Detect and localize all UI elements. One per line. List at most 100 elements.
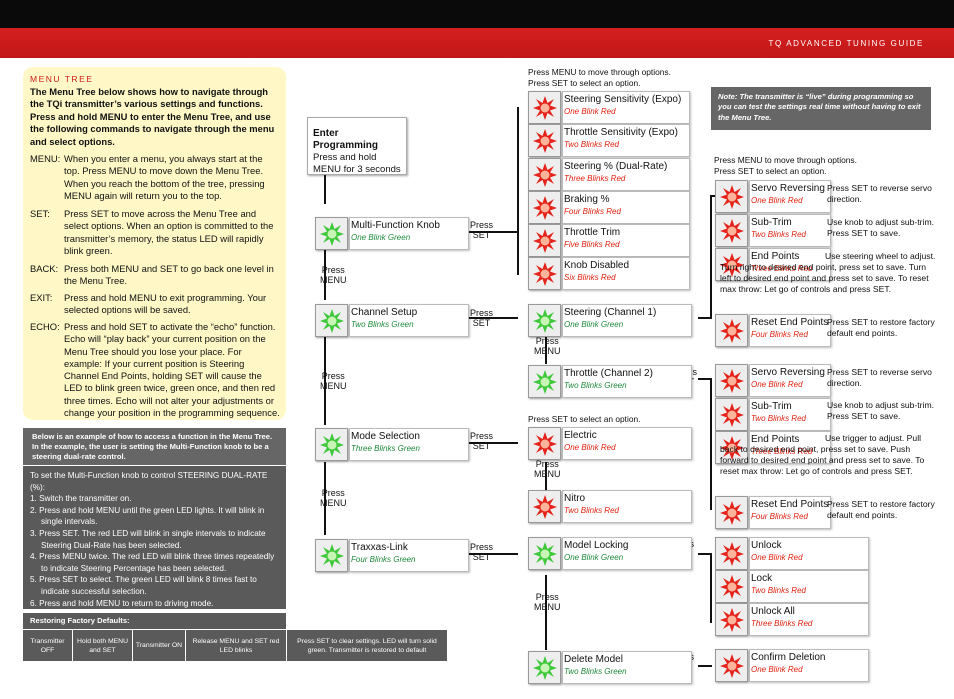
green-led-icon bbox=[315, 428, 348, 461]
factory-step: Press SET to clear settings. LED will tu… bbox=[287, 630, 447, 661]
red-led-icon bbox=[528, 427, 561, 460]
green-led-icon bbox=[528, 365, 561, 398]
connector-line bbox=[698, 553, 712, 555]
connector-line bbox=[710, 378, 712, 510]
def-desc: Press SET to move across the Menu Tree a… bbox=[64, 208, 274, 256]
example-header: Below is an example of how to access a f… bbox=[23, 428, 286, 465]
example-step: 4. Press MENU twice. The red LED will bl… bbox=[30, 552, 275, 573]
green-led-icon bbox=[315, 539, 348, 572]
red-led-icon bbox=[528, 224, 561, 257]
red-led-icon bbox=[715, 649, 748, 682]
example-title: To set the Multi-Function knob to contro… bbox=[30, 471, 268, 492]
connector-line bbox=[468, 442, 518, 444]
example-step: 5. Press SET to select. The green LED wi… bbox=[30, 575, 257, 596]
factory-label: Restoring Factory Defaults: bbox=[23, 613, 286, 629]
connector-line bbox=[698, 378, 712, 380]
option-desc: Use trigger to adjust. Pull back to desi… bbox=[720, 433, 925, 476]
menu-note-servo: Press MENU to move through options.Press… bbox=[714, 155, 857, 176]
example-step: 6. Press and hold MENU to return to driv… bbox=[30, 598, 214, 608]
def-term: SET: bbox=[30, 208, 50, 219]
intro-heading: MENU TREE bbox=[30, 74, 94, 84]
connector-line bbox=[698, 317, 712, 319]
red-led-icon bbox=[528, 191, 561, 224]
red-led-icon bbox=[715, 431, 748, 464]
connector-line bbox=[324, 175, 326, 204]
red-led-icon bbox=[715, 496, 748, 529]
def-term: EXIT: bbox=[30, 292, 53, 303]
enter-programming-box: Enter Programming Press and hold MENU fo… bbox=[307, 117, 407, 175]
connector-line bbox=[545, 337, 547, 364]
example-body: To set the Multi-Function knob to contro… bbox=[23, 466, 286, 609]
red-led-icon bbox=[528, 257, 561, 290]
red-led-icon bbox=[715, 314, 748, 347]
red-led-icon bbox=[715, 248, 748, 281]
option-desc: Press SET to reverse servo direction. bbox=[827, 367, 932, 388]
menu-note-electric: Press SET to select an option. bbox=[528, 414, 641, 424]
connector-line bbox=[324, 337, 326, 425]
option-desc: Press SET to restore factory default end… bbox=[827, 317, 935, 338]
connector-line bbox=[710, 553, 712, 623]
intro-panel bbox=[23, 67, 286, 420]
def-term: BACK: bbox=[30, 263, 59, 274]
def-desc: Press both MENU and SET to go back one l… bbox=[64, 263, 274, 287]
factory-step: Hold both MENU and SET bbox=[73, 630, 132, 661]
red-led-icon bbox=[528, 158, 561, 191]
title-red-bar bbox=[0, 28, 954, 58]
red-led-icon bbox=[528, 124, 561, 157]
example-step: 3. Press SET. The red LED will blink in … bbox=[30, 528, 266, 550]
def-desc: Press and hold SET to activate the “echo… bbox=[64, 321, 280, 419]
connector-line bbox=[517, 107, 519, 275]
red-led-icon bbox=[715, 603, 748, 636]
connector-line bbox=[698, 665, 712, 667]
factory-step: Release MENU and SET red LED blinks bbox=[186, 630, 286, 661]
connector-line bbox=[468, 231, 518, 233]
example-step: 1. Switch the transmitter on. bbox=[30, 494, 132, 504]
menu-note-top: Press MENU to move through options.Press… bbox=[528, 67, 671, 88]
option-desc: Press SET to restore factory default end… bbox=[827, 499, 935, 520]
enter-text: Press and hold MENU for 3 seconds bbox=[313, 152, 401, 175]
red-led-icon bbox=[715, 570, 748, 603]
def-term: ECHO: bbox=[30, 321, 60, 332]
factory-step: Transmitter OFF bbox=[23, 630, 72, 661]
option-desc: Press SET to reverse servo direction. bbox=[827, 183, 932, 204]
connector-line bbox=[710, 195, 712, 319]
red-led-icon bbox=[528, 490, 561, 523]
connector-line bbox=[324, 462, 326, 535]
red-led-icon bbox=[715, 398, 748, 431]
connector-line bbox=[545, 575, 547, 650]
green-led-icon bbox=[528, 537, 561, 570]
top-black-bar bbox=[0, 0, 954, 28]
option-desc: Use steering wheel to adjust. Turn right… bbox=[720, 251, 936, 294]
green-led-icon bbox=[528, 651, 561, 684]
factory-step: Transmitter ON bbox=[133, 630, 185, 661]
red-led-icon bbox=[715, 364, 748, 397]
guide-title: TQ ADVANCED TUNING GUIDE bbox=[768, 39, 924, 48]
intro-lead: The Menu Tree below shows how to navigat… bbox=[30, 86, 275, 147]
def-desc: Press and hold MENU to exit programming.… bbox=[64, 292, 267, 316]
example-step: 2. Press and hold MENU until the green L… bbox=[30, 505, 265, 527]
red-led-icon bbox=[715, 537, 748, 570]
green-led-icon bbox=[315, 304, 348, 337]
connector-line bbox=[468, 317, 518, 319]
def-term: MENU: bbox=[30, 153, 61, 164]
def-desc: When you enter a menu, you always start … bbox=[64, 153, 265, 201]
green-led-icon bbox=[528, 304, 561, 337]
red-led-icon bbox=[528, 91, 561, 124]
enter-title: Enter Programming bbox=[313, 128, 379, 151]
red-led-icon bbox=[715, 180, 748, 213]
green-led-icon bbox=[315, 217, 348, 250]
connector-line bbox=[545, 462, 547, 490]
live-note: Note: The transmitter is “live” during p… bbox=[711, 87, 931, 130]
option-desc: Use knob to adjust sub-trim. Press SET t… bbox=[827, 217, 934, 238]
connector-line bbox=[324, 250, 326, 300]
